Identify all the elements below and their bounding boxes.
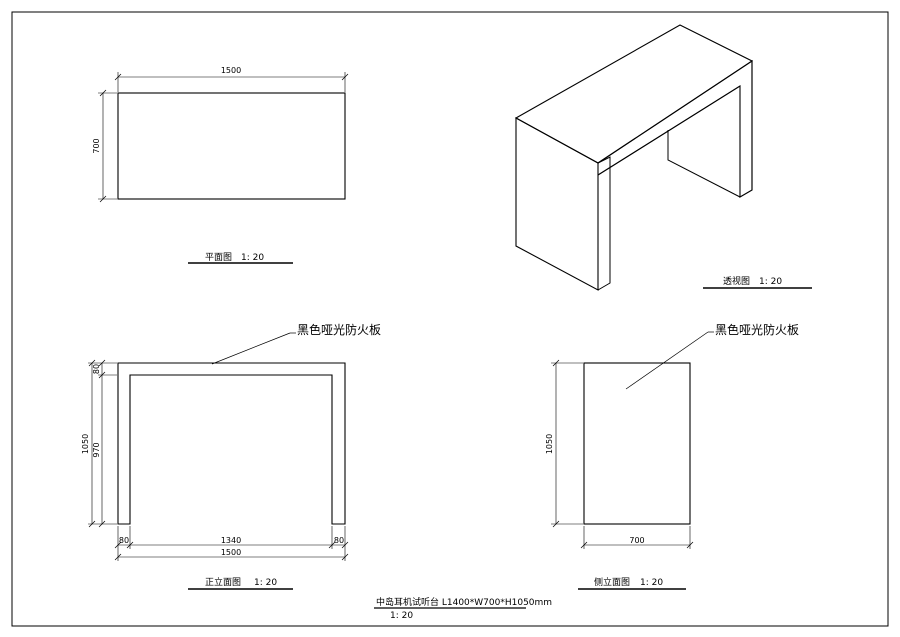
front-width-label: 1500 — [221, 548, 241, 557]
side-leader — [625, 331, 709, 390]
plan-title: 平面图 — [205, 252, 232, 263]
side-elevation: 黑色哑光防火板 1050 700 侧立面图 1: 20 — [545, 322, 799, 590]
side-depth-label: 700 — [629, 536, 644, 545]
plan-scale: 1: 20 — [241, 253, 264, 263]
sheet-title: 中岛耳机试听台 L1400*W700*H1050mm — [376, 596, 552, 608]
perspective-far-panel — [667, 130, 741, 198]
plan-width-label: 1500 — [221, 66, 241, 75]
front-clear-height-label: 970 — [92, 442, 101, 457]
perspective-top-face — [514, 24, 754, 164]
side-outline — [583, 362, 691, 525]
perspective-left-panel — [515, 117, 599, 291]
front-title: 正立面图 — [205, 576, 241, 588]
front-leader — [211, 332, 291, 365]
side-material-note: 黑色哑光防火板 — [715, 322, 799, 337]
perspective-scale: 1: 20 — [759, 277, 782, 287]
plan-depth-label: 700 — [92, 138, 101, 153]
side-title: 侧立面图 — [594, 576, 630, 588]
sheet-scale: 1: 20 — [390, 611, 413, 621]
plan-view: 1500 700 平面图 1: 20 — [92, 66, 349, 264]
front-scale: 1: 20 — [254, 578, 277, 588]
side-height-label: 1050 — [545, 434, 554, 454]
front-outline — [117, 362, 346, 525]
sheet-title-block: 中岛耳机试听台 L1400*W700*H1050mm 1: 20 — [374, 596, 552, 621]
side-scale: 1: 20 — [640, 578, 663, 588]
perspective-title: 透视图 — [723, 275, 750, 287]
sheet-border — [11, 11, 889, 627]
front-height-label: 1050 — [81, 434, 90, 454]
front-leg-left-label: 80 — [119, 536, 129, 545]
front-top-thickness-label: 80 — [92, 364, 101, 374]
front-elevation: 黑色哑光防火板 80 1050 970 80 1340 80 1500 正立面图 — [81, 322, 381, 590]
front-material-note: 黑色哑光防火板 — [297, 322, 381, 337]
front-inner-span-label: 1340 — [221, 536, 241, 545]
perspective-view: 透视图 1: 20 — [514, 24, 812, 291]
front-leg-right-label: 80 — [334, 536, 344, 545]
plan-outline — [117, 92, 346, 200]
